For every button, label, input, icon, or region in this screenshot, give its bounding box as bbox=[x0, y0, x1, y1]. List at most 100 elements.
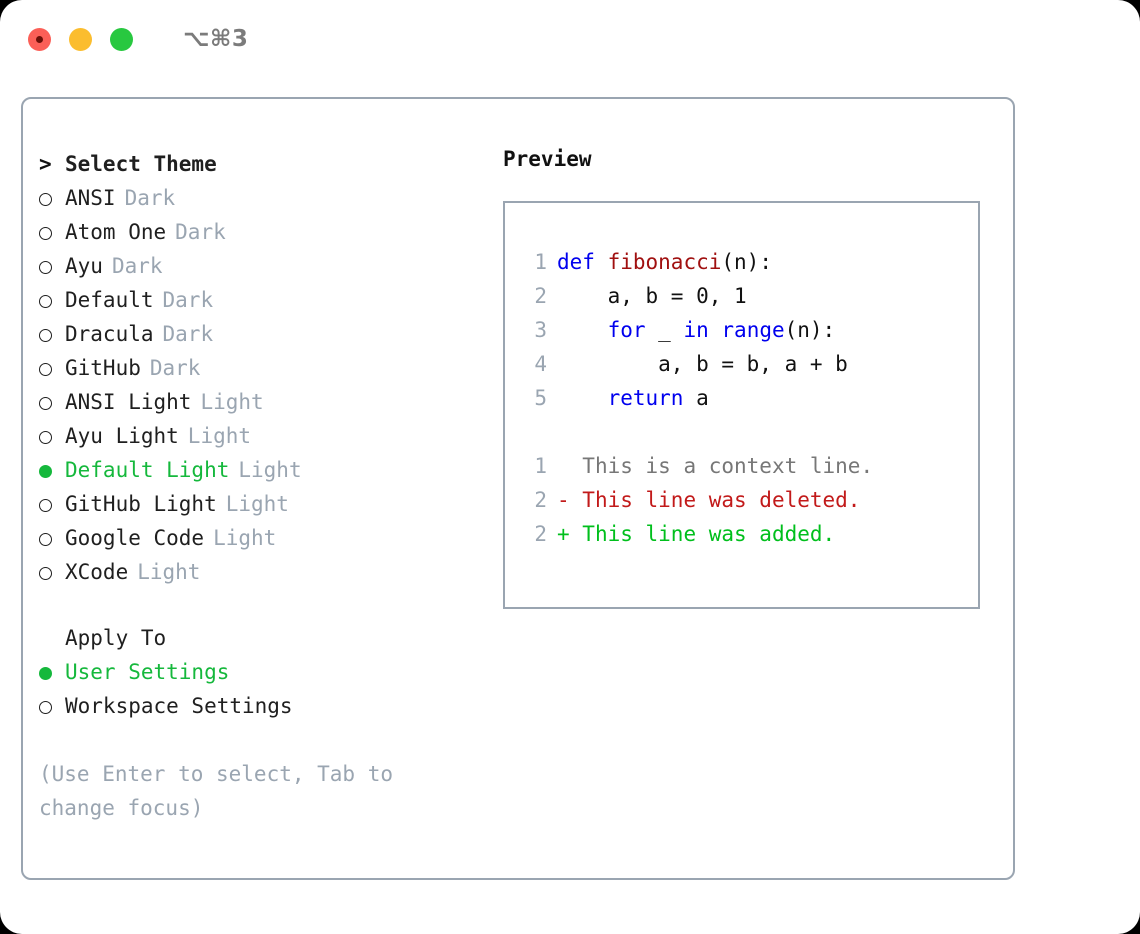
code-token: a, b = 0, 1 bbox=[557, 284, 747, 308]
diff-line-text: This line was added. bbox=[569, 522, 836, 546]
code-token bbox=[595, 250, 608, 274]
apply-to-label: Workspace Settings bbox=[65, 694, 293, 718]
code-token: a bbox=[683, 386, 709, 410]
code-line: 5 return a bbox=[505, 381, 978, 415]
apply-to-option[interactable]: User Settings bbox=[39, 655, 499, 689]
code-token: a, b = b, a + b bbox=[557, 352, 848, 376]
radio-unselected-icon bbox=[39, 562, 65, 583]
theme-name-label: GitHub Light bbox=[65, 492, 217, 516]
code-token bbox=[557, 386, 608, 410]
code-line: 4 a, b = b, a + b bbox=[505, 347, 978, 381]
theme-variant-tag: Light bbox=[238, 458, 302, 482]
radio-bullet-shape bbox=[39, 532, 52, 546]
minimize-window-icon[interactable] bbox=[69, 27, 92, 51]
diff-line-text: This line was deleted. bbox=[569, 488, 861, 512]
radio-bullet-shape bbox=[39, 430, 52, 444]
close-window-icon[interactable] bbox=[28, 27, 51, 51]
radio-bullet-shape bbox=[39, 328, 52, 342]
theme-list-item[interactable]: Google Code Light bbox=[39, 521, 499, 555]
select-theme-heading-label: Select Theme bbox=[65, 152, 217, 176]
code-line-number: 5 bbox=[534, 386, 547, 410]
theme-list-item[interactable]: GitHub Dark bbox=[39, 351, 499, 385]
theme-list-item[interactable]: Atom One Dark bbox=[39, 215, 499, 249]
radio-bullet-shape bbox=[39, 362, 52, 376]
theme-list-item[interactable]: ANSI Light Light bbox=[39, 385, 499, 419]
theme-list-item[interactable]: Default Light Light bbox=[39, 453, 499, 487]
radio-bullet-shape bbox=[39, 498, 52, 512]
theme-name-label: Ayu bbox=[65, 254, 103, 278]
diff-line-number: 1 bbox=[534, 454, 547, 478]
theme-list-item[interactable]: Dracula Dark bbox=[39, 317, 499, 351]
cursor-caret-icon: > bbox=[39, 151, 52, 176]
title-bar: ⌥⌘3 bbox=[0, 0, 1140, 78]
theme-variant-tag: Light bbox=[137, 560, 201, 584]
theme-variant-tag: Light bbox=[213, 526, 277, 550]
code-token bbox=[557, 318, 608, 342]
theme-name-label: Default bbox=[65, 288, 154, 312]
code-token: in bbox=[683, 318, 709, 342]
code-line: 2 a, b = 0, 1 bbox=[505, 279, 978, 313]
radio-unselected-icon bbox=[39, 494, 65, 515]
code-line-text: for _ in range(n): bbox=[557, 313, 836, 347]
diff-line: 1 This is a context line. bbox=[505, 449, 978, 483]
radio-unselected-icon bbox=[39, 528, 65, 549]
theme-variant-tag: Dark bbox=[175, 220, 226, 244]
theme-name-label: Google Code bbox=[65, 526, 205, 550]
theme-name-label: ANSI bbox=[65, 186, 116, 210]
diff-sample: 1 This is a context line.2- This line wa… bbox=[505, 449, 978, 551]
theme-name-label: Dracula bbox=[65, 322, 154, 346]
maximize-window-icon[interactable] bbox=[110, 27, 133, 51]
diff-line-text: This is a context line. bbox=[569, 454, 874, 478]
radio-bullet-shape bbox=[39, 396, 52, 410]
apply-to-label: User Settings bbox=[65, 660, 230, 684]
theme-variant-tag: Dark bbox=[149, 356, 201, 380]
diff-line-number: 2 bbox=[534, 488, 547, 512]
theme-name-label: Atom One bbox=[65, 220, 167, 244]
keyboard-shortcut-label: ⌥⌘3 bbox=[183, 26, 249, 52]
code-token: fibonacci bbox=[607, 250, 722, 274]
theme-name-label: GitHub bbox=[65, 356, 141, 380]
radio-unselected-icon bbox=[39, 324, 65, 345]
radio-bullet-shape bbox=[39, 226, 52, 240]
preview-title: Preview bbox=[503, 147, 592, 171]
apply-to-option[interactable]: Workspace Settings bbox=[39, 689, 499, 723]
theme-name-label: ANSI Light bbox=[65, 390, 192, 414]
diff-line: 2- This line was deleted. bbox=[505, 483, 978, 517]
code-line-number: 1 bbox=[534, 250, 547, 274]
theme-list-item[interactable]: Ayu Dark bbox=[39, 249, 499, 283]
radio-unselected-icon bbox=[39, 696, 65, 717]
theme-variant-tag: Dark bbox=[111, 254, 163, 278]
traffic-lights bbox=[28, 27, 133, 51]
radio-bullet-shape bbox=[39, 666, 52, 680]
code-token: return bbox=[607, 386, 684, 410]
radio-unselected-icon bbox=[39, 358, 65, 379]
radio-unselected-icon bbox=[39, 222, 65, 243]
radio-bullet-shape bbox=[39, 464, 52, 478]
radio-unselected-icon bbox=[39, 426, 65, 447]
code-line-number: 4 bbox=[534, 352, 547, 376]
radio-unselected-icon bbox=[39, 188, 65, 209]
theme-variant-tag: Light bbox=[200, 390, 264, 414]
theme-list-item[interactable]: Default Dark bbox=[39, 283, 499, 317]
code-token: _ bbox=[645, 318, 684, 342]
radio-unselected-icon bbox=[39, 290, 65, 311]
theme-variant-tag: Dark bbox=[162, 288, 214, 312]
code-line-number: 2 bbox=[534, 284, 547, 308]
code-line-text: def fibonacci(n): bbox=[557, 245, 772, 279]
theme-variant-tag: Dark bbox=[162, 322, 214, 346]
code-token: range bbox=[721, 318, 785, 342]
select-theme-heading: > Select Theme bbox=[39, 147, 499, 181]
diff-line-number: 2 bbox=[534, 522, 547, 546]
diff-sign bbox=[557, 449, 570, 483]
code-line-text: a, b = b, a + b bbox=[557, 347, 848, 381]
theme-name-label: Default Light bbox=[65, 458, 230, 482]
